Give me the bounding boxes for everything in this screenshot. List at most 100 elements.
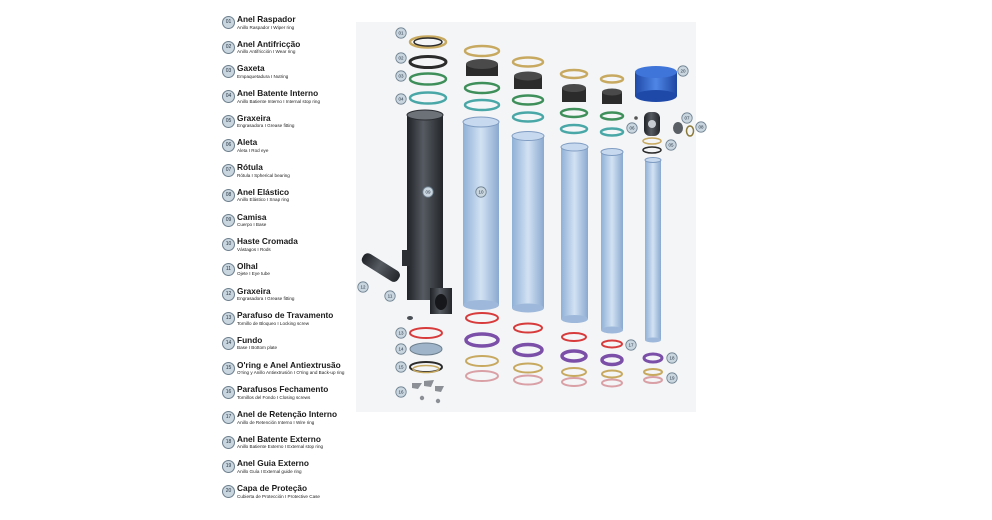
legend-number-badge: 07: [222, 164, 235, 178]
barrel-base-hole: [435, 294, 447, 310]
nut-ring: [408, 72, 448, 86]
stage3-seal-top: [514, 71, 542, 81]
internal-stop-ring: [408, 91, 448, 105]
callout-badge: 15: [395, 361, 407, 373]
callout-badge: 13: [395, 327, 407, 339]
stage3-guide-2: [513, 374, 543, 386]
legend-title: Parafuso de Travamento: [237, 310, 334, 321]
snap-ring: [685, 125, 695, 137]
callout-number: 09: [425, 190, 431, 195]
legend-title: Capa de Proteção: [237, 483, 308, 494]
callout-badge: 04: [395, 93, 407, 105]
stage5-guide-2: [601, 378, 623, 388]
column-rod: [634, 66, 695, 384]
callout-badge: 09: [422, 186, 434, 198]
callout-badge: 10: [475, 186, 487, 198]
legend-subtitle: Vástagos I Rods: [237, 246, 271, 252]
barrel-top: [406, 109, 444, 121]
legend-subtitle: Anillo Batiente Interno I Internal stop …: [237, 98, 320, 104]
stage4-seal-top: [562, 84, 586, 92]
legend-number-badge: 14: [222, 336, 235, 350]
stage3-tube-top: [511, 131, 545, 141]
stage4-wear: [559, 107, 589, 119]
callout-circle: [395, 27, 407, 39]
column-stage-5: [599, 74, 625, 388]
stage5-wear: [599, 111, 625, 121]
stage2-wear: [463, 81, 501, 95]
callout-circle: [395, 386, 407, 398]
legend-number-badge: 18: [222, 435, 235, 449]
stage2-tube-bottom: [463, 300, 499, 310]
rod-ext-stop: [642, 352, 664, 364]
rod-collar-gold: [642, 137, 662, 145]
callout-number: 11: [388, 294, 393, 299]
legend-number-badge: 20: [222, 485, 235, 499]
legend-number-badge: 08: [222, 188, 235, 202]
grease-fitting: [634, 116, 638, 120]
callout-circle: [681, 112, 693, 124]
legend-subtitle: Anillo Antifricción I Wear ring: [237, 49, 296, 55]
callout-number: 19: [669, 376, 675, 381]
callout-number: 06: [629, 126, 635, 131]
callout-number: 01: [398, 31, 404, 36]
stage2-wiper: [463, 44, 501, 58]
legend-number-badge: 09: [222, 213, 235, 227]
stage3-stop: [511, 111, 545, 123]
callout-circle: [422, 186, 434, 198]
callout-badge: 07: [681, 112, 693, 124]
spherical-bearing: [673, 122, 683, 134]
legend-title: Anel Elástico: [237, 186, 290, 197]
legend-subtitle: Aleta I Rod eye: [237, 147, 269, 153]
legend-subtitle: Engrasadora I Grease fitting: [237, 296, 295, 302]
legend-title: Aleta: [237, 137, 258, 148]
stage3-oring: [513, 322, 543, 334]
closing-screw-5: [435, 398, 441, 404]
legend-subtitle: Engrasadora I Grease fitting: [237, 123, 295, 129]
callout-circle: [666, 352, 678, 364]
callout-badge: 12: [357, 281, 369, 293]
legend-subtitle: Anillo Raspador I Wiper ring: [237, 24, 295, 30]
callout-circle: [395, 343, 407, 355]
callout-number: 17: [628, 343, 634, 348]
legend-title: Anel Batente Interno: [237, 88, 319, 99]
stage4-tube-bottom: [561, 315, 588, 323]
stage2-guide-1: [465, 355, 499, 367]
legend-number-badge: 16: [222, 386, 235, 400]
locking-screw: [407, 316, 413, 320]
stage3-ext-stop: [512, 342, 544, 358]
callout-circle: [665, 139, 677, 151]
legend-title: Camisa: [237, 211, 267, 222]
column-stage-3: [511, 56, 545, 386]
closing-screw-3: [435, 386, 444, 392]
legend-title: Gaxeta: [237, 63, 265, 74]
legend-title: Haste Cromada: [237, 236, 298, 247]
legend-number-badge: 04: [222, 90, 235, 104]
column-barrel: [361, 35, 452, 404]
stage4-stop: [559, 123, 589, 135]
callout-badge: 03: [395, 70, 407, 82]
legend-title: Rótula: [237, 162, 263, 173]
legend-title: Fundo: [237, 334, 263, 345]
legend-number-badge: 17: [222, 411, 235, 424]
legend-number-badge: 13: [222, 312, 235, 326]
stage4-guide-1: [561, 367, 587, 377]
stage2-ext-stop: [464, 332, 500, 348]
stage3-wear: [511, 94, 545, 106]
rod-tube-bottom: [645, 337, 661, 343]
legend-number-badge: 11: [222, 262, 235, 276]
stage2-seal-top: [466, 59, 498, 69]
protective-cap-bottom: [635, 90, 677, 102]
stage2-guide-2: [465, 370, 499, 382]
legend-subtitle: Base I Bottom plate: [237, 345, 278, 351]
legend-number-badge: 02: [222, 40, 235, 54]
callout-number: 12: [360, 285, 366, 290]
